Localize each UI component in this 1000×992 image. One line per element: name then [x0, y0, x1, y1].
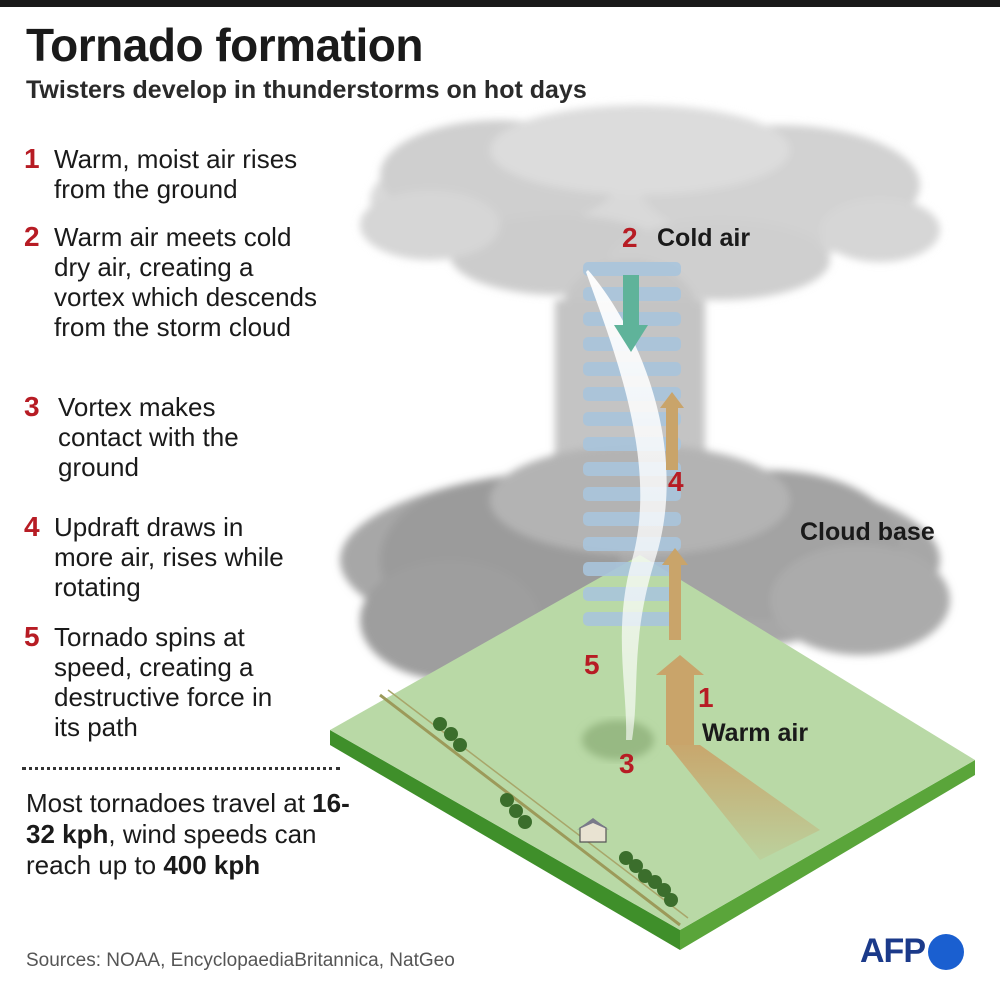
label-cold-air: Cold air — [657, 224, 750, 252]
label-num-2: 2 — [622, 222, 638, 253]
label-cloud-base: Cloud base — [800, 518, 935, 546]
step-1: 1 Warm, moist air rises from the ground — [24, 143, 364, 205]
step-number: 5 — [24, 621, 40, 652]
step-2: 2 Warm air meets cold dry air, creating … — [24, 221, 364, 343]
afp-logo-dot-icon — [928, 933, 964, 970]
step-number: 1 — [24, 143, 40, 174]
vortex-band — [583, 262, 681, 276]
tornado-funnel — [586, 270, 667, 740]
note-wind-speed: 400 kph — [163, 850, 261, 880]
label-num-3: 3 — [619, 748, 635, 779]
step-number: 4 — [24, 511, 40, 542]
page-subtitle: Twisters develop in thunderstorms on hot… — [26, 76, 587, 104]
note-middle: , wind speeds can reach up to — [26, 819, 317, 880]
afp-logo: AFP — [860, 932, 964, 971]
top-bar — [0, 0, 1000, 7]
vortex-band — [583, 537, 681, 551]
page-title: Tornado formation — [26, 19, 423, 71]
label-num-4: 4 — [668, 466, 684, 497]
trees — [433, 717, 678, 907]
updraft-arrows — [656, 392, 704, 745]
note-travel-speed: 16-32 kph — [26, 788, 350, 849]
step-text: Vortex makes contact with the ground — [58, 392, 239, 482]
step-number: 3 — [24, 391, 40, 422]
house-icon — [577, 818, 609, 843]
cold-air-arrow — [614, 275, 648, 352]
label-num-5: 5 — [584, 649, 600, 680]
dust-cloud — [582, 720, 654, 760]
step-text: Warm air meets cold dry air, creating a … — [54, 222, 318, 342]
warm-air-beam — [668, 745, 820, 860]
label-warm-air: Warm air — [702, 719, 808, 747]
vortex-band — [583, 512, 681, 526]
step-text: Updraft draws in more air, rises while r… — [54, 512, 284, 602]
note-prefix: Most tornadoes travel at — [26, 788, 305, 818]
step-3: 3 Vortex makes contact with the ground — [24, 391, 364, 483]
step-5: 5 Tornado spins at speed, creating a des… — [24, 621, 364, 743]
step-text: Tornado spins at speed, creating a destr… — [54, 622, 273, 742]
step-number: 2 — [24, 221, 40, 252]
step-text: Warm, moist air rises from the ground — [54, 144, 298, 204]
dotted-divider — [22, 767, 340, 770]
speed-note: Most tornadoes travel at 16-32 kph, wind… — [26, 788, 366, 881]
step-4: 4 Updraft draws in more air, rises while… — [24, 511, 364, 603]
label-num-1: 1 — [698, 682, 714, 713]
afp-logo-text: AFP — [860, 932, 926, 970]
sources-credit: Sources: NOAA, EncyclopaediaBritannica, … — [26, 950, 455, 971]
